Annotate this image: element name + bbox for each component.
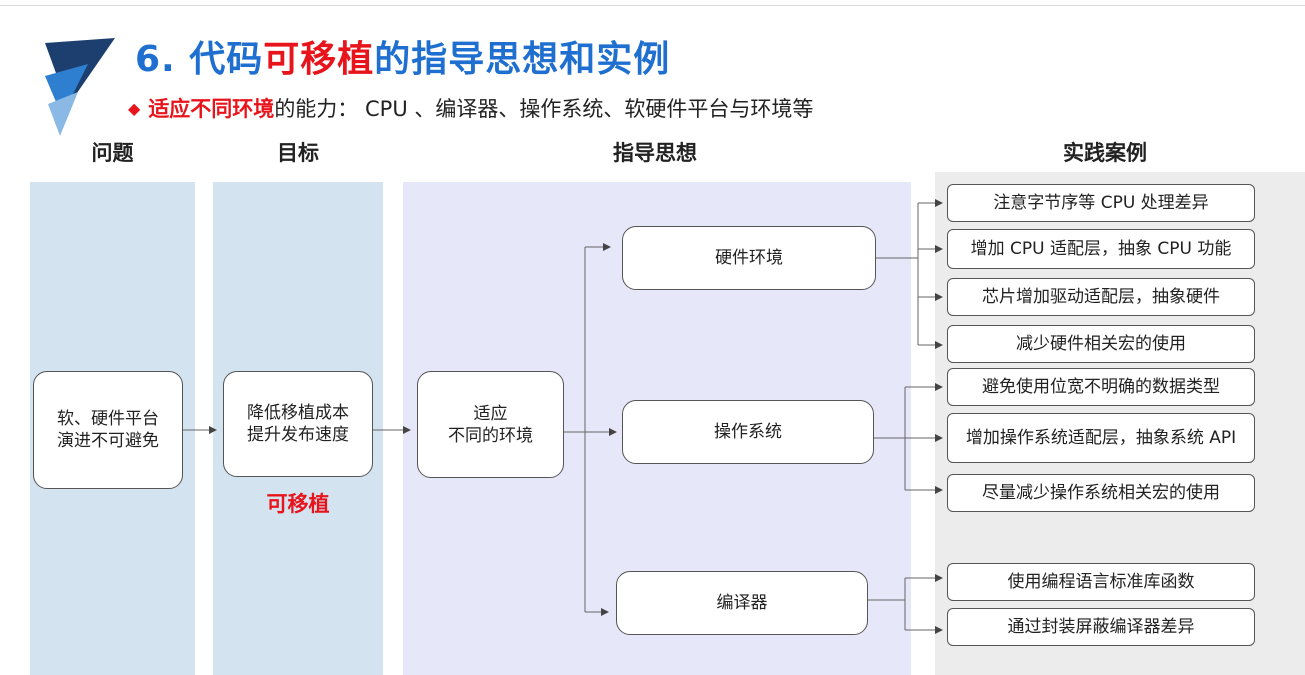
- goal-node-text: 降低移植成本 提升发布速度: [247, 403, 349, 445]
- goal-node: 降低移植成本 提升发布速度: [223, 371, 373, 477]
- subtitle-highlight: 适应不同环境: [148, 97, 275, 121]
- case-hardware-3: 芯片增加驱动适配层，抽象硬件: [947, 278, 1255, 316]
- case-compiler-1: 使用编程语言标准库函数: [947, 563, 1255, 601]
- column-header-goal: 目标: [277, 141, 319, 165]
- case-hardware-1: 注意字节序等 CPU 处理差异: [947, 184, 1255, 222]
- branch-node-compiler: 编译器: [616, 571, 868, 635]
- problem-node-text: 软、硬件平台 演进不可避免: [57, 409, 159, 451]
- branch-node-hardware: 硬件环境: [622, 226, 876, 290]
- case-os-2: 增加操作系统适配层，抽象系统 API: [947, 413, 1255, 463]
- column-header-guidance: 指导思想: [613, 141, 697, 165]
- branch-node-os: 操作系统: [622, 400, 874, 464]
- case-os-1: 避免使用位宽不明确的数据类型: [947, 368, 1255, 406]
- column-header-problem: 问题: [91, 141, 134, 165]
- title-suffix: 的指导思想和实例: [374, 39, 671, 80]
- diamond-bullet-icon: ◆: [128, 99, 141, 118]
- page-title: 6. 代码可移植的指导思想和实例: [135, 30, 670, 82]
- title-prefix: 6. 代码: [135, 39, 264, 80]
- goal-label: 可移植: [266, 492, 330, 516]
- subtitle: ◆ 适应不同环境的能力： CPU 、编译器、操作系统、软硬件平台与环境等: [128, 93, 813, 123]
- branch-label-os: 操作系统: [714, 422, 782, 442]
- case-os-3: 尽量减少操作系统相关宏的使用: [947, 474, 1255, 512]
- case-hardware-2: 增加 CPU 适配层，抽象 CPU 功能: [947, 229, 1255, 269]
- top-divider: [0, 5, 1305, 6]
- branch-label-compiler: 编译器: [716, 593, 768, 613]
- problem-node: 软、硬件平台 演进不可避免: [33, 371, 183, 489]
- guide-root-text: 适应 不同的环境: [448, 403, 533, 446]
- title-highlight: 可移植: [263, 39, 375, 80]
- guide-root-node: 适应 不同的环境: [417, 371, 564, 478]
- branch-label-hardware: 硬件环境: [715, 248, 783, 268]
- logo-icon: [45, 38, 115, 136]
- column-header-cases: 实践案例: [1063, 141, 1147, 165]
- subtitle-text: 的能力： CPU 、编译器、操作系统、软硬件平台与环境等: [274, 97, 814, 121]
- case-hardware-4: 减少硬件相关宏的使用: [947, 325, 1255, 363]
- case-compiler-2: 通过封装屏蔽编译器差异: [947, 608, 1255, 646]
